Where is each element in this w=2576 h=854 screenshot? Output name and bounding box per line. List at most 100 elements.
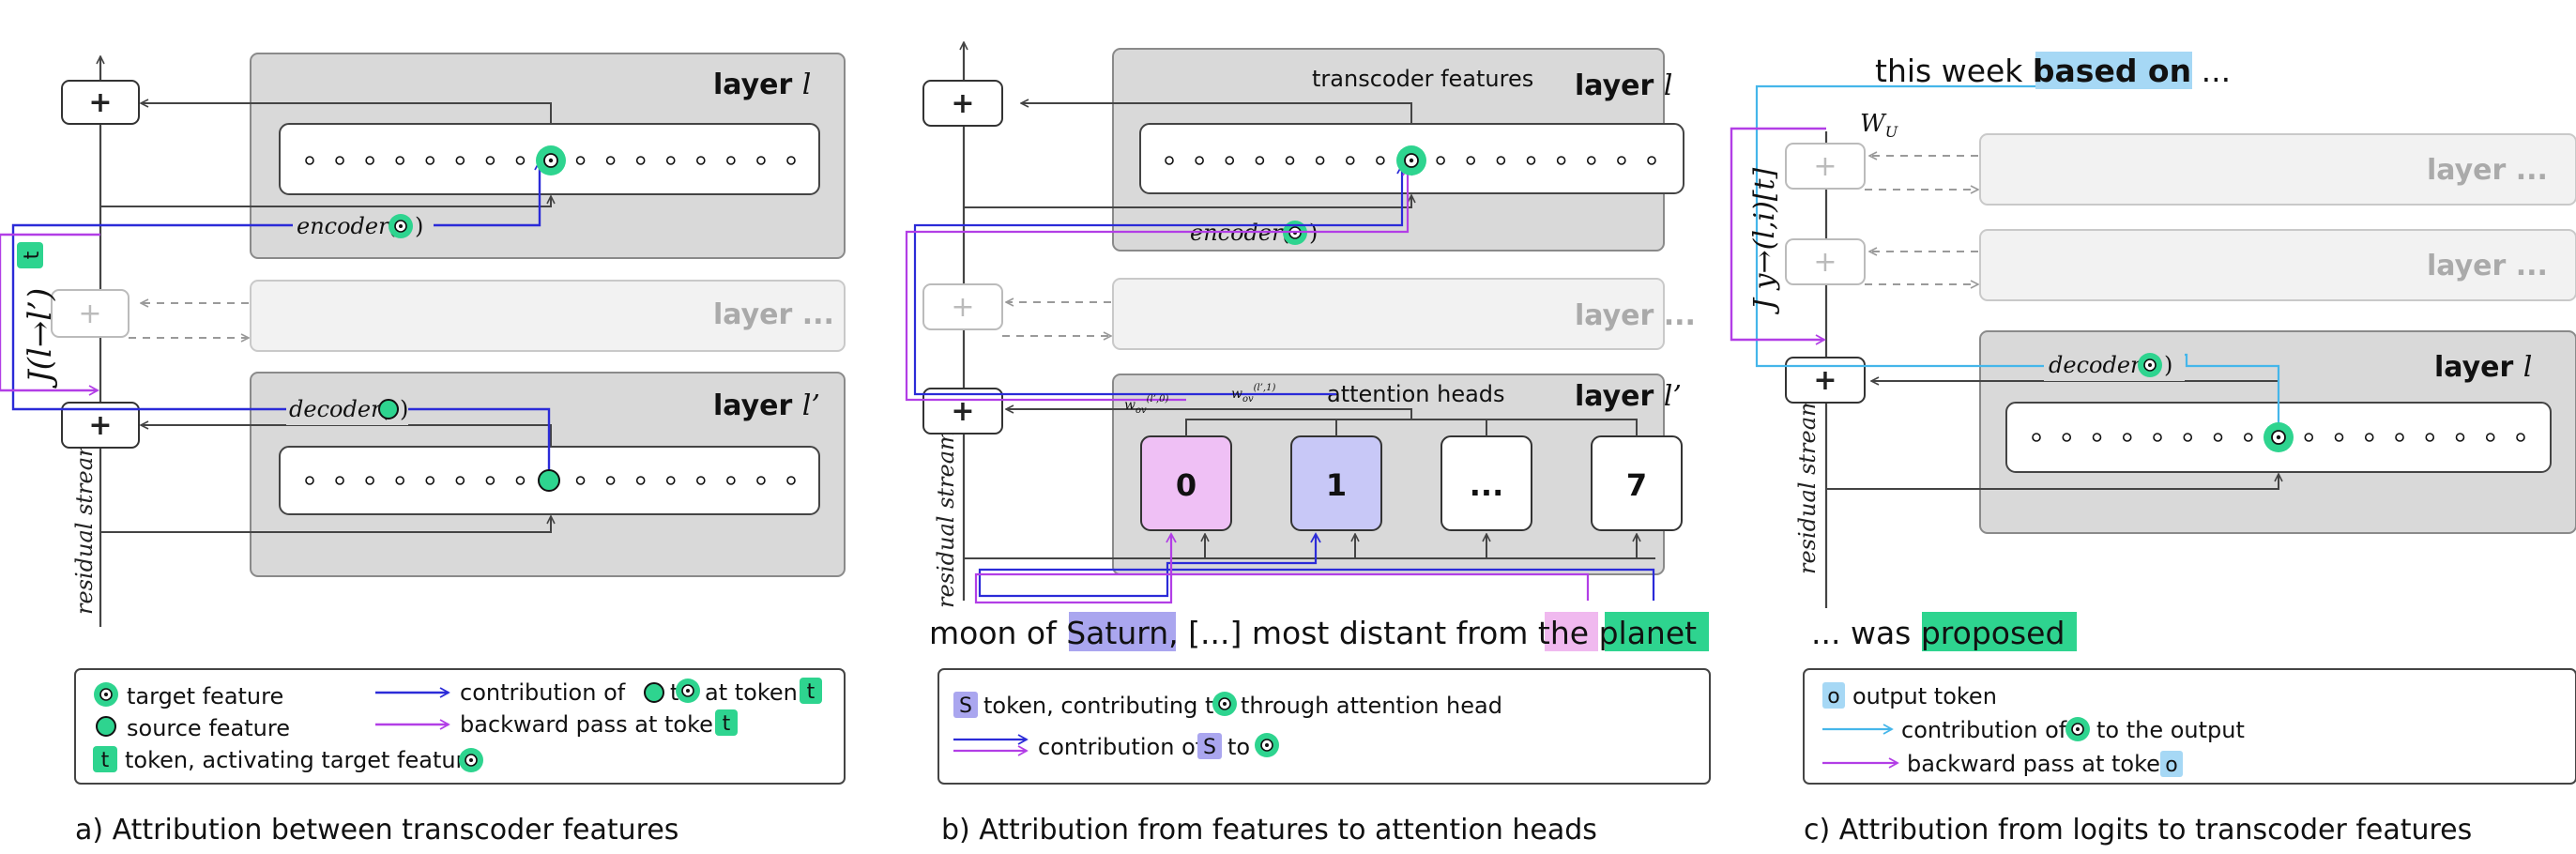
feature-dot xyxy=(2032,433,2041,442)
layer-l-label: layer l xyxy=(2434,351,2532,384)
feature-dot xyxy=(2455,433,2465,442)
token-input-the xyxy=(974,532,1590,604)
feature-dot xyxy=(665,156,676,165)
contribution-path xyxy=(11,160,551,480)
head-label: 0 xyxy=(1176,467,1197,503)
plus-node-2 xyxy=(1785,238,1866,285)
layer-faded-2-label: layer ... xyxy=(2427,250,2548,282)
feature-dot xyxy=(395,476,404,485)
feature-dots xyxy=(2032,433,2525,442)
plus-node-1 xyxy=(1785,143,1866,190)
feature-dot xyxy=(2395,433,2404,442)
feature-dot xyxy=(1647,156,1656,165)
layer-faded-1-label: layer ... xyxy=(2427,154,2548,187)
feature-dot xyxy=(335,476,344,485)
contribution-path-head1 xyxy=(913,163,1408,396)
feature-dot xyxy=(2516,433,2525,442)
plus-node-mid xyxy=(51,289,130,338)
panel-c: this week based on ... residual stream W… xyxy=(1730,52,2576,846)
legend-backward: backward pass at token xyxy=(1907,751,2174,777)
feature-dot xyxy=(665,476,676,485)
feature-dot xyxy=(635,156,646,165)
plus-node-3 xyxy=(1785,357,1866,404)
residual-stream-label: residual stream xyxy=(1794,395,1821,574)
feature-dot xyxy=(1496,156,1506,165)
legend-token-activating: token, activating target feature xyxy=(125,747,479,773)
feature-dot xyxy=(2183,433,2193,442)
feature-dot xyxy=(726,156,736,165)
legend-at-token: at token xyxy=(705,679,798,706)
contribution-path-head0 xyxy=(905,165,1413,402)
residual-stream-label: residual stream xyxy=(933,429,959,608)
close-paren: ) xyxy=(400,396,408,422)
plus-sign: + xyxy=(1813,364,1837,397)
legend-output-token: output token xyxy=(1852,683,1997,709)
legend-t-badge: t xyxy=(101,749,110,772)
feature-dot xyxy=(1255,156,1265,165)
legend-o-badge: o xyxy=(1827,685,1839,709)
feature-dot xyxy=(1165,156,1174,165)
legend-through-head: through attention head xyxy=(1241,693,1502,719)
plus-sign: + xyxy=(88,409,112,442)
plus-sign: + xyxy=(1813,246,1837,279)
layer-mid-label: layer ... xyxy=(713,298,834,331)
layer-mid-box xyxy=(1112,278,1665,350)
feature-dot xyxy=(485,156,495,165)
source-feature-icon xyxy=(378,399,399,419)
feature-dot xyxy=(696,476,706,485)
feature-dot xyxy=(425,156,435,165)
feature-dot xyxy=(2364,433,2374,442)
feature-dot xyxy=(2092,433,2102,442)
plus-sign: + xyxy=(1813,150,1837,183)
feature-dot xyxy=(696,156,706,165)
feature-dot xyxy=(575,156,586,165)
caption-c: c) Attribution from logits to transcoder… xyxy=(1804,814,2472,846)
feature-dot xyxy=(2425,433,2435,442)
layer-l-input-arrow xyxy=(100,196,551,207)
plus-node-bottom xyxy=(61,402,140,449)
legend-c xyxy=(1803,668,2576,785)
feature-dot xyxy=(726,476,736,485)
feature-dots-top xyxy=(1165,156,1656,165)
feature-dot xyxy=(1556,156,1566,165)
feature-dot xyxy=(2153,433,2162,442)
source-feature xyxy=(538,469,560,492)
close-paren: ) xyxy=(2164,352,2172,378)
feature-dot xyxy=(605,156,616,165)
top-sentence: this week based on ... xyxy=(1875,53,2231,89)
layer-faded-2 xyxy=(1979,229,2576,301)
token-t-badge xyxy=(17,242,43,268)
layer-l-prime-input-arrow xyxy=(100,516,551,533)
legend-contribution: contribution of xyxy=(1038,734,1204,760)
feature-dot xyxy=(756,156,766,165)
plus-node-top xyxy=(922,80,1003,127)
sentence-b: moon of Saturn, [...] most distant from … xyxy=(929,615,1697,651)
legend-t-badge-3: t xyxy=(723,712,731,736)
feature-dot xyxy=(305,156,314,165)
output-contribution-path-2 xyxy=(1755,84,2046,368)
head-label: 7 xyxy=(1626,467,1647,503)
feature-dot xyxy=(1466,156,1476,165)
legend-s-badge-2: S xyxy=(1203,736,1216,759)
jacobian-label: J y→(l,i)[t] xyxy=(1748,167,1781,315)
feature-dot xyxy=(515,476,526,485)
feature-dot xyxy=(305,476,314,485)
feature-dot xyxy=(1526,156,1536,165)
jacobian-label: J(l→l’) xyxy=(22,288,59,389)
feature-dot xyxy=(425,476,435,485)
token-input-saturn xyxy=(978,532,1655,601)
backward-pass-path xyxy=(1730,127,1826,345)
legend-to-output: to the output xyxy=(2096,717,2245,743)
panel-b: residual stream transcoder features laye… xyxy=(905,42,1711,846)
decoder-label: decoder( xyxy=(289,396,390,422)
layer-l-output-arrow xyxy=(141,103,552,124)
feature-dot xyxy=(1225,156,1235,165)
layer-l-label: layer l xyxy=(713,69,811,101)
decoder-label: decoder( xyxy=(2049,352,2150,378)
layer-l-label: layer l xyxy=(1575,69,1672,102)
feature-dot xyxy=(1345,156,1355,165)
feature-dot xyxy=(635,476,646,485)
backward-pass-path xyxy=(0,233,100,396)
feature-dot xyxy=(786,156,796,165)
